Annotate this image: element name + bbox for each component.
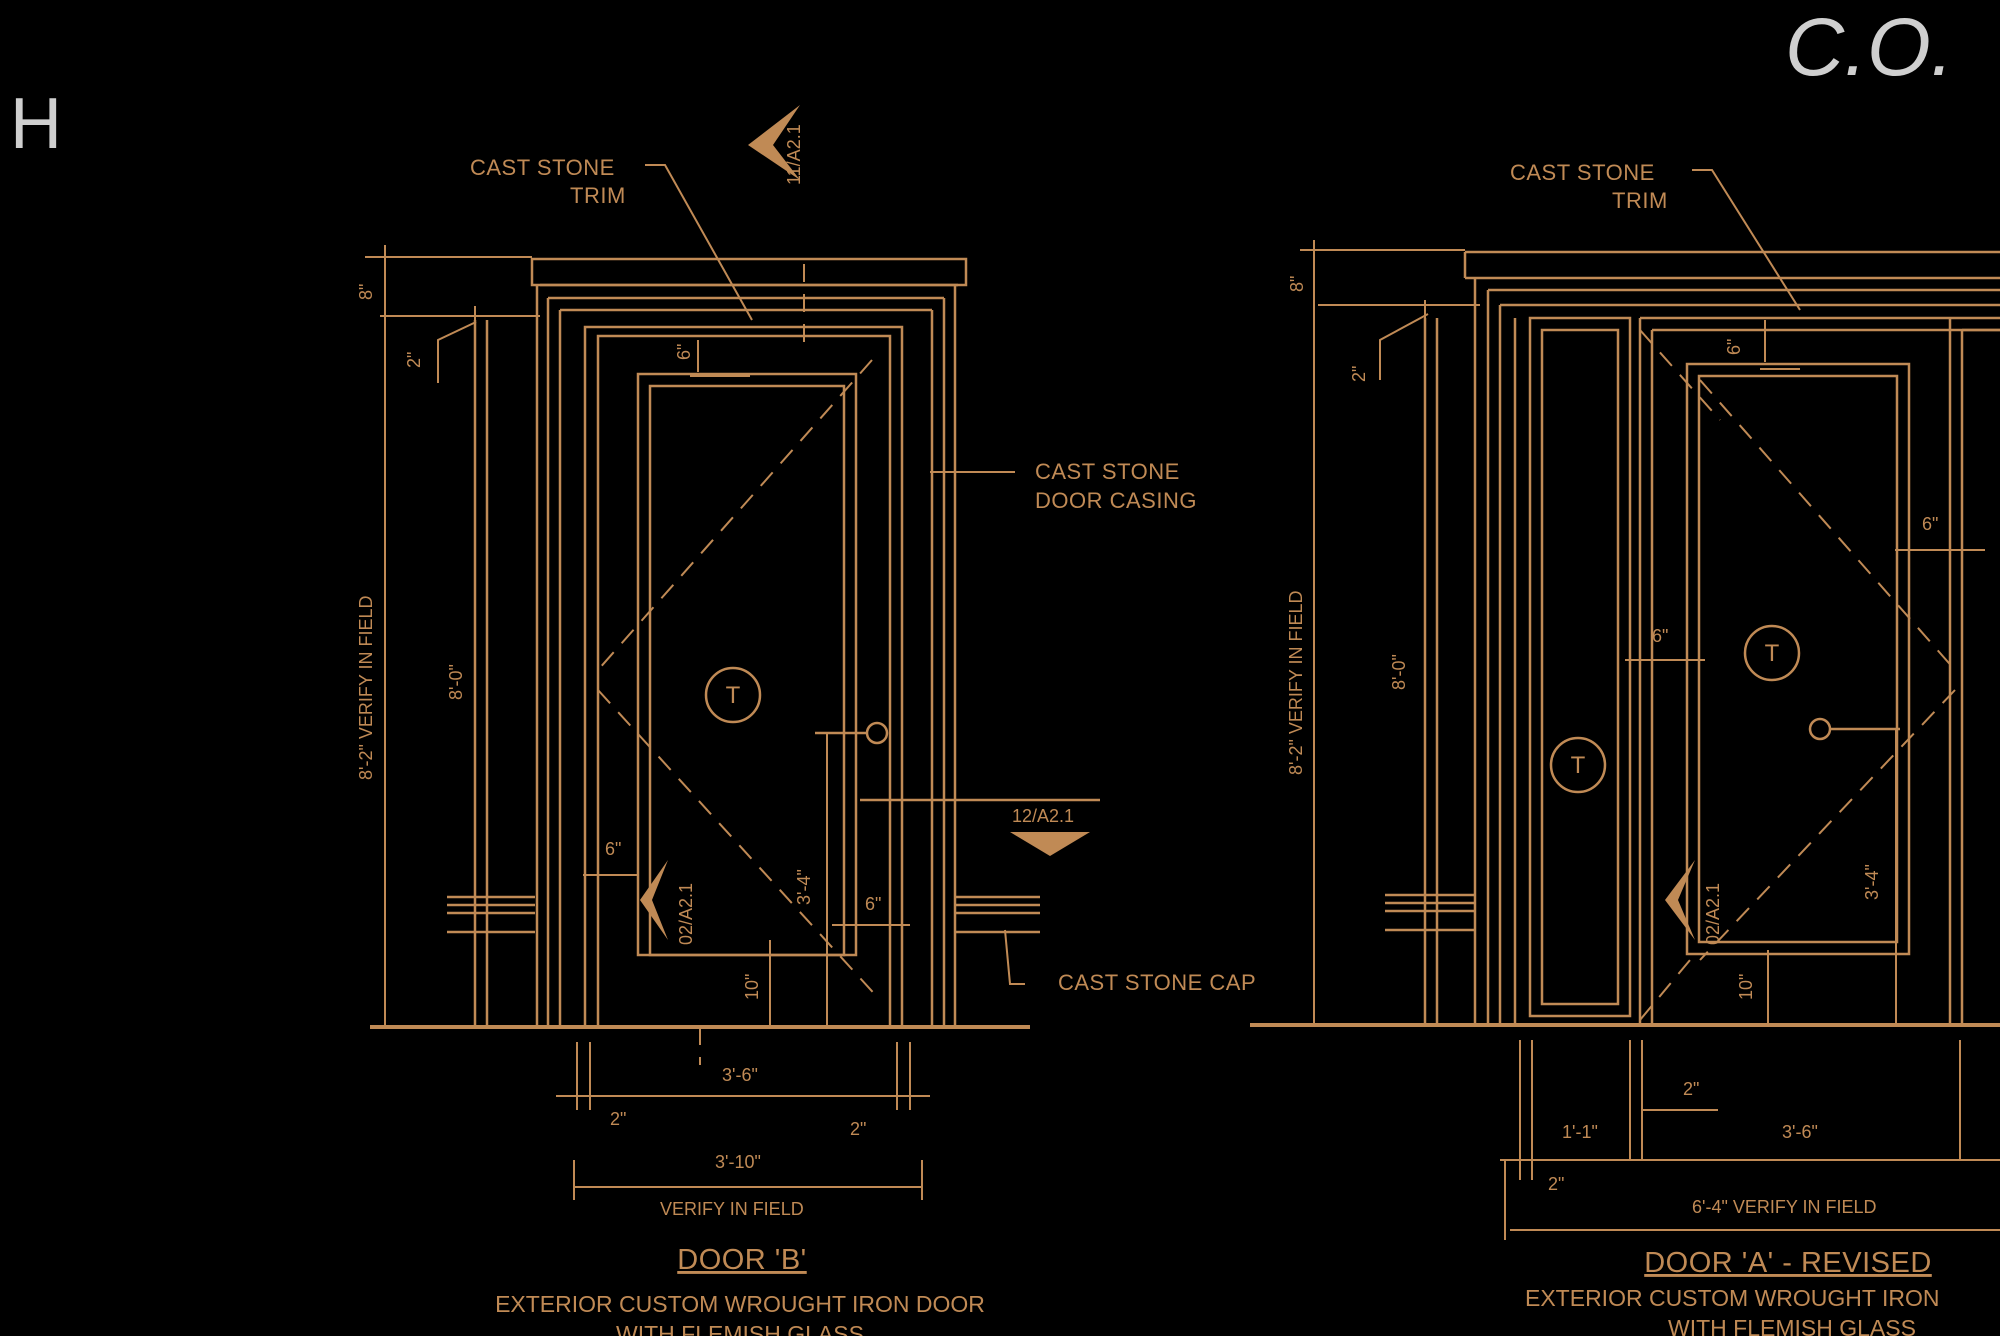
door-b-dim-height: 8'-0" xyxy=(446,664,466,700)
door-a-elevation xyxy=(1250,169,2000,1240)
door-a-dim-right: 6" xyxy=(1922,514,1938,534)
door-b-dim-jamb-left: 2" xyxy=(610,1109,626,1129)
door-b-dim-door-width: 3'-6" xyxy=(722,1065,758,1085)
door-b-dim-overall: 8'-2" VERIFY IN FIELD xyxy=(356,595,376,780)
door-b-dim-handle: 3'-4" xyxy=(794,869,814,905)
door-a-section-marker-left xyxy=(1665,860,1695,940)
door-b-section-left-label: 02/A2.1 xyxy=(676,883,696,945)
door-a-dim-door-width: 3'-6" xyxy=(1782,1122,1818,1142)
door-b-tag-circle xyxy=(704,666,762,724)
door-b-leaders xyxy=(437,164,1025,985)
door-b-handle xyxy=(815,721,889,745)
door-b-casing-label-2: DOOR CASING xyxy=(1035,488,1197,513)
door-b-section-marker-top xyxy=(748,105,800,180)
door-b-section-top-label: 11/A2.1 xyxy=(784,124,804,185)
door-b-title: DOOR 'B' xyxy=(677,1244,806,1276)
door-a-dim-side: 6" xyxy=(1652,626,1668,646)
door-b-casing-label-1: CAST STONE xyxy=(1035,459,1180,484)
door-b-dim-total-width: 3'-10" xyxy=(715,1152,761,1172)
door-b-verify: VERIFY IN FIELD xyxy=(660,1199,804,1219)
door-b-swing-lines xyxy=(597,264,881,1065)
door-a-subtitle-2: WITH FLEMISH GLASS xyxy=(1668,1315,1916,1336)
door-b-casing xyxy=(535,285,957,1027)
door-a-title: DOOR 'A' - REVISED xyxy=(1644,1247,1932,1279)
door-a-verify: 6'-4" VERIFY IN FIELD xyxy=(1692,1197,1877,1217)
door-b-dim-bottom: 10" xyxy=(742,974,762,1000)
door-a-dim-left-small: 2" xyxy=(1548,1174,1564,1194)
door-a-dim-bottom: 10" xyxy=(1736,974,1756,1000)
door-b-dim-side: 6" xyxy=(605,839,621,859)
door-a-dimension-lines xyxy=(1300,240,2000,1240)
door-b-dim-head: 2" xyxy=(404,352,424,368)
door-a-tag-door-label: T xyxy=(1765,640,1780,667)
door-b-trim-label-2: TRIM xyxy=(570,183,626,208)
door-a-casing xyxy=(1486,290,2000,1027)
door-b-subtitle-1: EXTERIOR CUSTOM WROUGHT IRON DOOR xyxy=(495,1291,985,1317)
door-a-dim-head: 2" xyxy=(1349,366,1369,382)
door-a-dim-overall: 8'-2" VERIFY IN FIELD xyxy=(1286,590,1306,775)
door-b-trim-label-1: CAST STONE xyxy=(470,155,615,180)
door-b-dim-right: 6" xyxy=(865,894,881,914)
door-b-section-marker-left xyxy=(640,860,668,940)
door-a-tag-door-circle xyxy=(1743,624,1801,682)
door-a-dim-handle: 3'-4" xyxy=(1862,864,1882,900)
door-b-dimension-lines xyxy=(365,245,930,1200)
door-a-dim-sidelite: 1'-1" xyxy=(1562,1122,1598,1142)
door-b-annotations: CAST STONE TRIM CAST STONE DOOR CASING C… xyxy=(356,124,1256,1336)
door-b-tag-label: T xyxy=(726,682,741,709)
door-a-swing-lines xyxy=(1639,329,1956,1021)
door-a-trim-label-1: CAST STONE xyxy=(1510,160,1655,185)
door-a-tag-sidelite-circle xyxy=(1549,736,1607,794)
sheet-mark: H xyxy=(10,84,62,164)
handwritten-note-text: C.O. xyxy=(1785,2,1954,93)
door-a-leaders xyxy=(1379,169,1801,1111)
handwritten-note: C.O. xyxy=(1785,2,1954,93)
door-b-right-wall xyxy=(860,798,1100,934)
door-b-dim-top: 8" xyxy=(356,284,376,300)
door-b-section-right-label: 12/A2.1 xyxy=(1012,806,1074,826)
door-a-dim-jamb: 2" xyxy=(1683,1079,1699,1099)
sheet-mark-text: H xyxy=(10,84,62,164)
door-a-annotations: CAST STONE TRIM 02/A2.1 8" 2" 6" 8'-2" V… xyxy=(1286,160,1939,1336)
door-b-trim xyxy=(530,257,968,287)
door-b-dim-jamb-right: 2" xyxy=(850,1119,866,1139)
door-a-sidelite xyxy=(1528,316,1642,1027)
door-a-section-left-label: 02/A2.1 xyxy=(1703,883,1723,945)
door-a-handle xyxy=(1808,717,1900,741)
door-a-dim-frame-top: 6" xyxy=(1724,339,1744,355)
door-b-elevation xyxy=(365,105,1100,1200)
door-a-subtitle-1: EXTERIOR CUSTOM WROUGHT IRON xyxy=(1525,1285,1939,1311)
door-a-dim-top: 8" xyxy=(1287,276,1307,292)
door-b-subtitle-2: WITH FLEMISH GLASS xyxy=(616,1321,864,1336)
door-b-cap-label: CAST STONE CAP xyxy=(1058,970,1256,995)
door-a-trim-label-2: TRIM xyxy=(1612,188,1668,213)
door-b-dim-frame-top: 6" xyxy=(674,344,694,360)
door-a-tag-sidelite-label: T xyxy=(1571,752,1586,779)
door-b-section-marker-right xyxy=(1010,832,1090,856)
door-a-dim-height: 8'-0" xyxy=(1389,654,1409,690)
